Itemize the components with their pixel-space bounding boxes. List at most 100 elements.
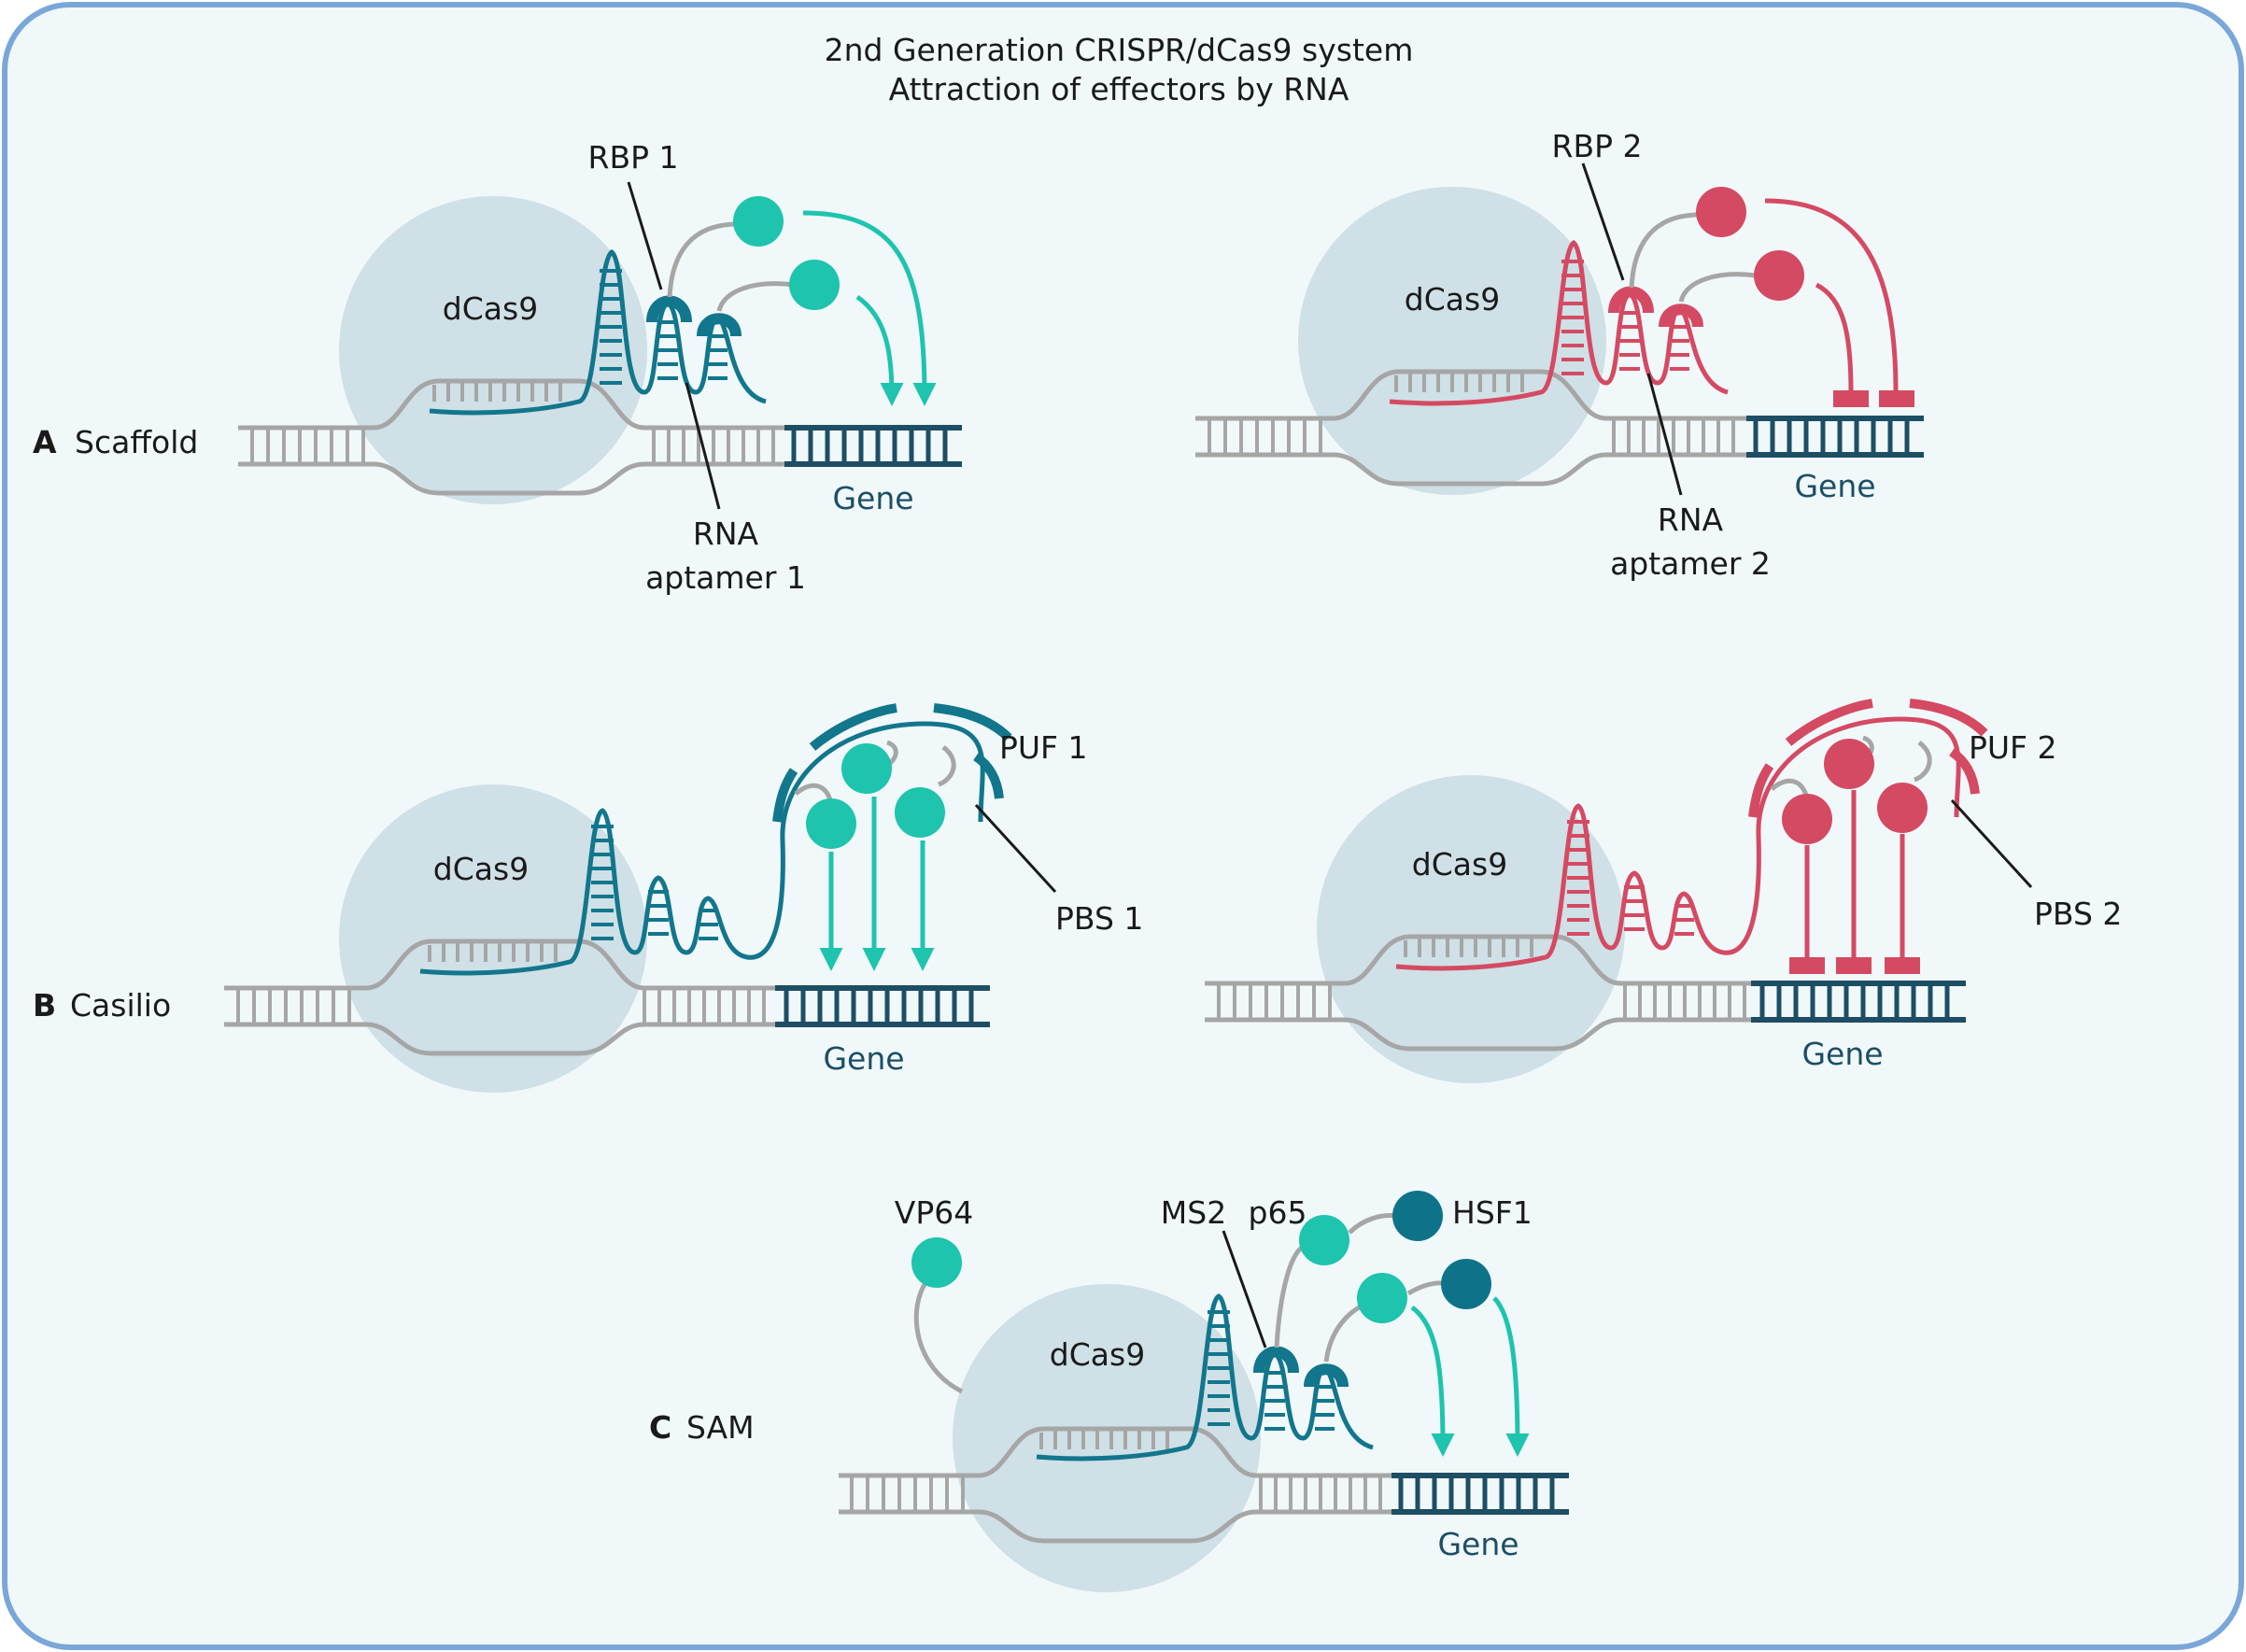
dcas9-protein <box>953 1284 1261 1592</box>
puf-1-arcs <box>772 703 1012 823</box>
dcas9-label: dCas9 <box>1412 846 1507 882</box>
effector-circle <box>841 743 892 794</box>
gene-label: Gene <box>823 1040 904 1077</box>
activation-arrow <box>1410 1305 1455 1457</box>
scaffold-construct-1: dCas9 RBP 1 RNA aptamer 1 Gene <box>238 139 962 596</box>
rbp-1-cap <box>697 313 742 337</box>
gene-label: Gene <box>1437 1526 1519 1562</box>
activation-arrow <box>802 210 937 406</box>
sam-construct: VP64 MS2 p65 HSF1 dCas9 Gene <box>839 1191 1569 1592</box>
repression-block <box>1789 957 1825 974</box>
casilio-construct-2: dCas9 PUF 2 PBS 2 Gene <box>1205 699 2122 1083</box>
casilio-construct-1: dCas9 PUF 1 PBS 1 Gene <box>224 703 1143 1093</box>
effector-circle <box>806 798 856 849</box>
repressor-circle <box>1824 739 1874 789</box>
repression-line <box>1815 282 1854 393</box>
repressor-circle <box>1696 187 1746 237</box>
effector-circle <box>733 196 784 247</box>
p65-circle <box>1299 1215 1349 1265</box>
rna-label: RNA <box>1658 501 1724 538</box>
gene-label: Gene <box>1794 468 1875 504</box>
gene-label: Gene <box>1801 1036 1883 1072</box>
title-line-1: 2nd Generation CRISPR/dCas9 system <box>825 32 1414 68</box>
hsf1-circle <box>1441 1259 1491 1309</box>
repressor-circle <box>1782 794 1832 844</box>
repression-block <box>1885 957 1920 974</box>
gene-label: Gene <box>832 480 913 516</box>
ms2-pointer <box>1222 1230 1267 1348</box>
dna-strand <box>839 1426 1391 1544</box>
repression-block <box>1836 957 1872 974</box>
tether <box>1913 741 1932 783</box>
ms2-label: MS2 <box>1161 1194 1226 1231</box>
pbs-1-label: PBS 1 <box>1055 900 1143 937</box>
gene-segment <box>775 985 990 1027</box>
guide-rna <box>1395 716 1961 971</box>
tether <box>1629 212 1701 289</box>
hsf1-circle <box>1392 1191 1443 1241</box>
repressor-circle <box>1877 783 1928 833</box>
aptamer-2-pointer <box>1646 373 1683 496</box>
rbp-1-pointer <box>627 181 663 290</box>
dcas9-protein <box>339 784 647 1093</box>
dna-strand <box>1205 934 1751 1052</box>
ms2-cap <box>1253 1346 1299 1374</box>
section-c-name: SAM <box>686 1409 755 1446</box>
repression-block <box>1833 390 1869 407</box>
repression-line <box>1764 198 1899 393</box>
effector-circle <box>895 787 945 838</box>
puf-2-label: PUF 2 <box>1969 729 2057 766</box>
dcas9-label: dCas9 <box>1050 1336 1145 1373</box>
rna-label: RNA <box>693 515 759 552</box>
gene-segment <box>1751 981 1966 1023</box>
dcas9-protein <box>339 196 647 504</box>
dcas9-label: dCas9 <box>1405 281 1500 318</box>
pbs-2-pointer <box>1950 798 2033 889</box>
tether <box>937 745 956 787</box>
tether <box>667 221 739 298</box>
ms2-cap <box>1304 1363 1349 1388</box>
activation-arrow <box>855 294 904 406</box>
dna-strand <box>1195 369 1746 487</box>
repressor-circle <box>1754 250 1804 301</box>
effector-circle <box>789 260 840 310</box>
rbp-2-cap <box>1608 286 1654 314</box>
p65-circle <box>1357 1273 1407 1323</box>
scaffold-construct-2: dCas9 RBP 2 RNA aptamer 2 Gene <box>1195 128 1924 582</box>
tether <box>1678 272 1757 303</box>
dcas9-label: dCas9 <box>433 851 529 887</box>
section-a-name: Scaffold <box>75 424 198 460</box>
aptamer-1-label: aptamer 1 <box>645 559 806 596</box>
rbp-1-label: RBP 1 <box>588 139 679 176</box>
section-c-letter: C <box>649 1409 671 1446</box>
tether <box>1274 1244 1305 1348</box>
aptamer-2-label: aptamer 2 <box>1610 545 1771 582</box>
section-a-letter: A <box>33 424 57 460</box>
gene-segment <box>1391 1473 1569 1515</box>
hsf1-label: HSF1 <box>1452 1194 1533 1231</box>
repression-block <box>1879 390 1914 407</box>
puf-2-arcs <box>1748 699 1988 818</box>
dcas9-protein <box>1317 775 1625 1083</box>
vp64-label: VP64 <box>895 1194 973 1231</box>
aptamer-1-pointer <box>685 382 721 510</box>
rbp-2-label: RBP 2 <box>1552 128 1643 164</box>
guide-rna <box>419 721 985 976</box>
pbs-1-pointer <box>974 803 1057 894</box>
gene-segment <box>1746 416 1924 458</box>
gene-segment <box>784 425 962 467</box>
section-b-letter: B <box>33 987 56 1024</box>
vp64-circle <box>911 1237 962 1288</box>
rbp-2-pointer <box>1581 162 1625 281</box>
dcas9-protein <box>1298 187 1606 495</box>
rbp-2-cap <box>1659 304 1703 328</box>
rbp-1-cap <box>646 295 692 323</box>
section-b-name: Casilio <box>70 987 171 1024</box>
tether <box>716 281 795 312</box>
p65-label: p65 <box>1249 1194 1307 1231</box>
dna-strand <box>238 378 784 496</box>
title-line-2: Attraction of effectors by RNA <box>889 71 1349 107</box>
pbs-2-label: PBS 2 <box>2034 896 2122 932</box>
puf-1-label: PUF 1 <box>999 729 1088 766</box>
